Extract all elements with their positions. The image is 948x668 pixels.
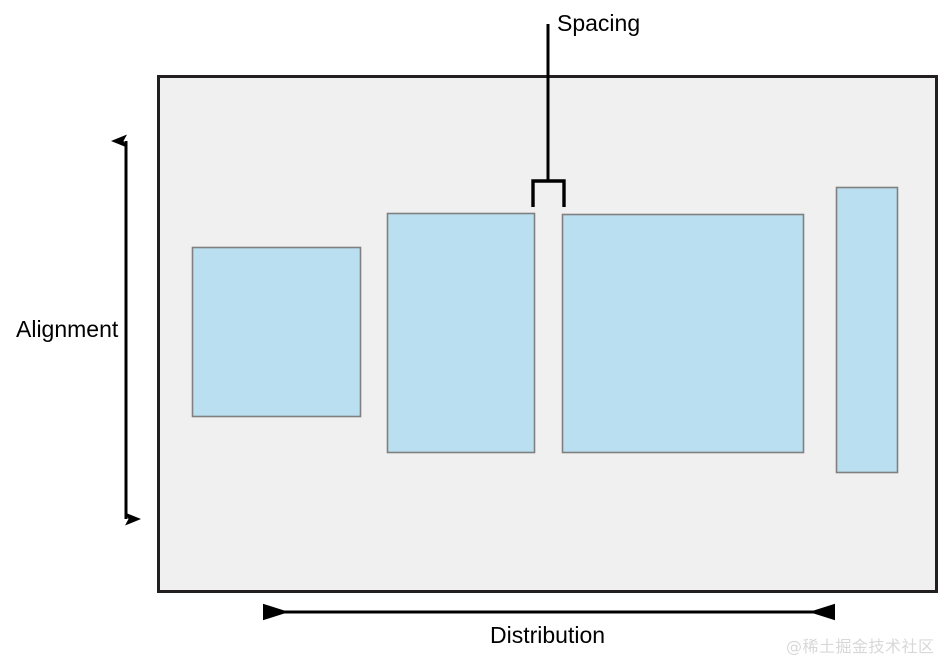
spacing-bracket <box>531 179 566 207</box>
content-boxes <box>191 186 899 474</box>
spacing-annotation <box>531 24 566 207</box>
content-box-2[interactable] <box>386 212 536 454</box>
content-box-4[interactable] <box>835 186 899 474</box>
spacing-label: Spacing <box>557 10 641 36</box>
alignment-label: Alignment <box>16 316 119 342</box>
content-box-3[interactable] <box>561 213 805 454</box>
content-box-1[interactable] <box>191 246 362 418</box>
watermark-text: @稀土掘金技术社区 <box>786 637 935 656</box>
distribution-label: Distribution <box>490 622 606 648</box>
